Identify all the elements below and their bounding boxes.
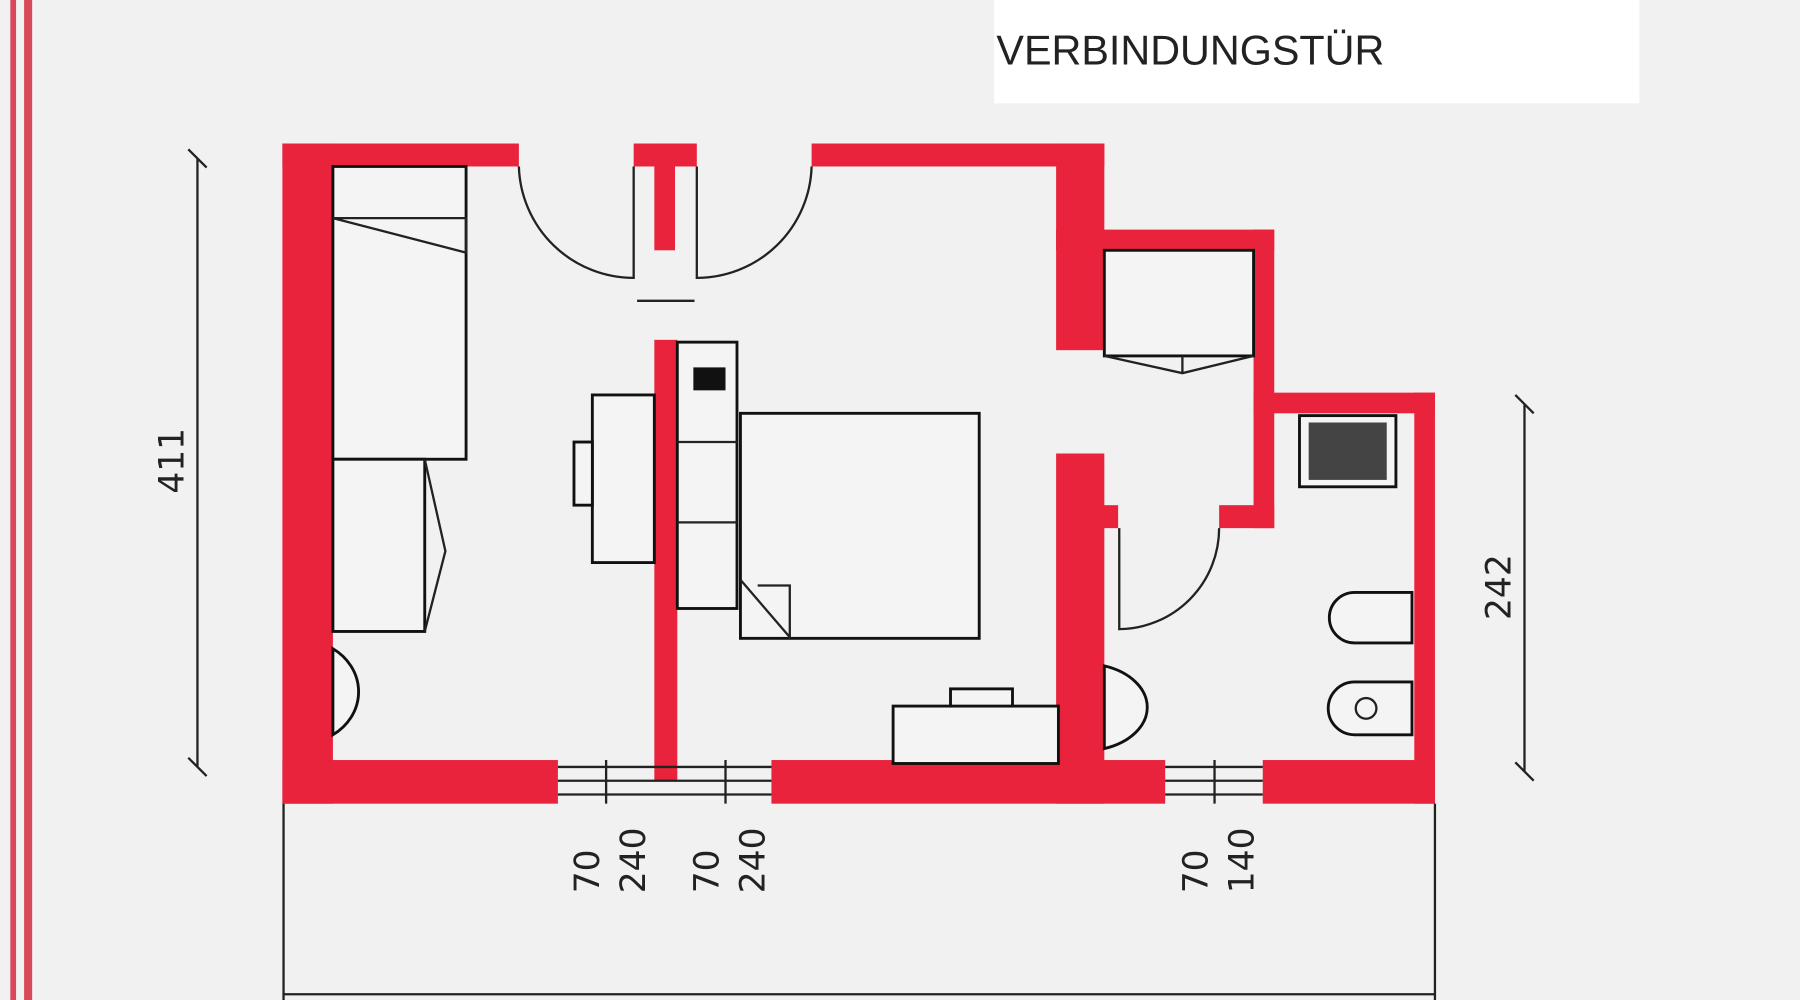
dim-window2-bottom: 240 bbox=[734, 827, 774, 893]
windows bbox=[557, 760, 1263, 804]
label-box: VERBINDUNGSTÜR bbox=[994, 0, 1640, 104]
dim-right-height: 242 bbox=[1480, 554, 1520, 620]
double-bed bbox=[738, 411, 981, 640]
sink-1 bbox=[331, 646, 361, 738]
desk-2 bbox=[891, 704, 1060, 765]
bed-single bbox=[331, 165, 468, 461]
chair-1 bbox=[572, 440, 594, 507]
chair-2 bbox=[949, 687, 1014, 708]
room-1-furniture bbox=[331, 165, 656, 738]
border-line bbox=[24, 0, 33, 1000]
doors bbox=[517, 166, 1221, 631]
room-2-furniture bbox=[675, 248, 1256, 765]
closet bbox=[1102, 248, 1256, 358]
toilet bbox=[1326, 680, 1414, 737]
dim-window3-top: 70 bbox=[1177, 849, 1217, 893]
dim-window3-bottom: 140 bbox=[1223, 827, 1263, 893]
border-line bbox=[10, 0, 17, 1000]
dim-left-height: 411 bbox=[153, 428, 193, 494]
desk-1 bbox=[590, 393, 656, 565]
dim-window1-bottom: 240 bbox=[614, 827, 654, 893]
dimension-lines bbox=[187, 148, 1535, 1000]
bidet bbox=[1327, 590, 1414, 645]
connecting-door-label: VERBINDUNGSTÜR bbox=[996, 27, 1384, 73]
dim-window2-top: 70 bbox=[688, 849, 728, 893]
sink-2 bbox=[1102, 664, 1149, 751]
bathroom-fixtures bbox=[1102, 414, 1414, 751]
wardrobe bbox=[331, 457, 427, 633]
dim-window1-top: 70 bbox=[568, 849, 608, 893]
walls bbox=[282, 143, 1435, 804]
